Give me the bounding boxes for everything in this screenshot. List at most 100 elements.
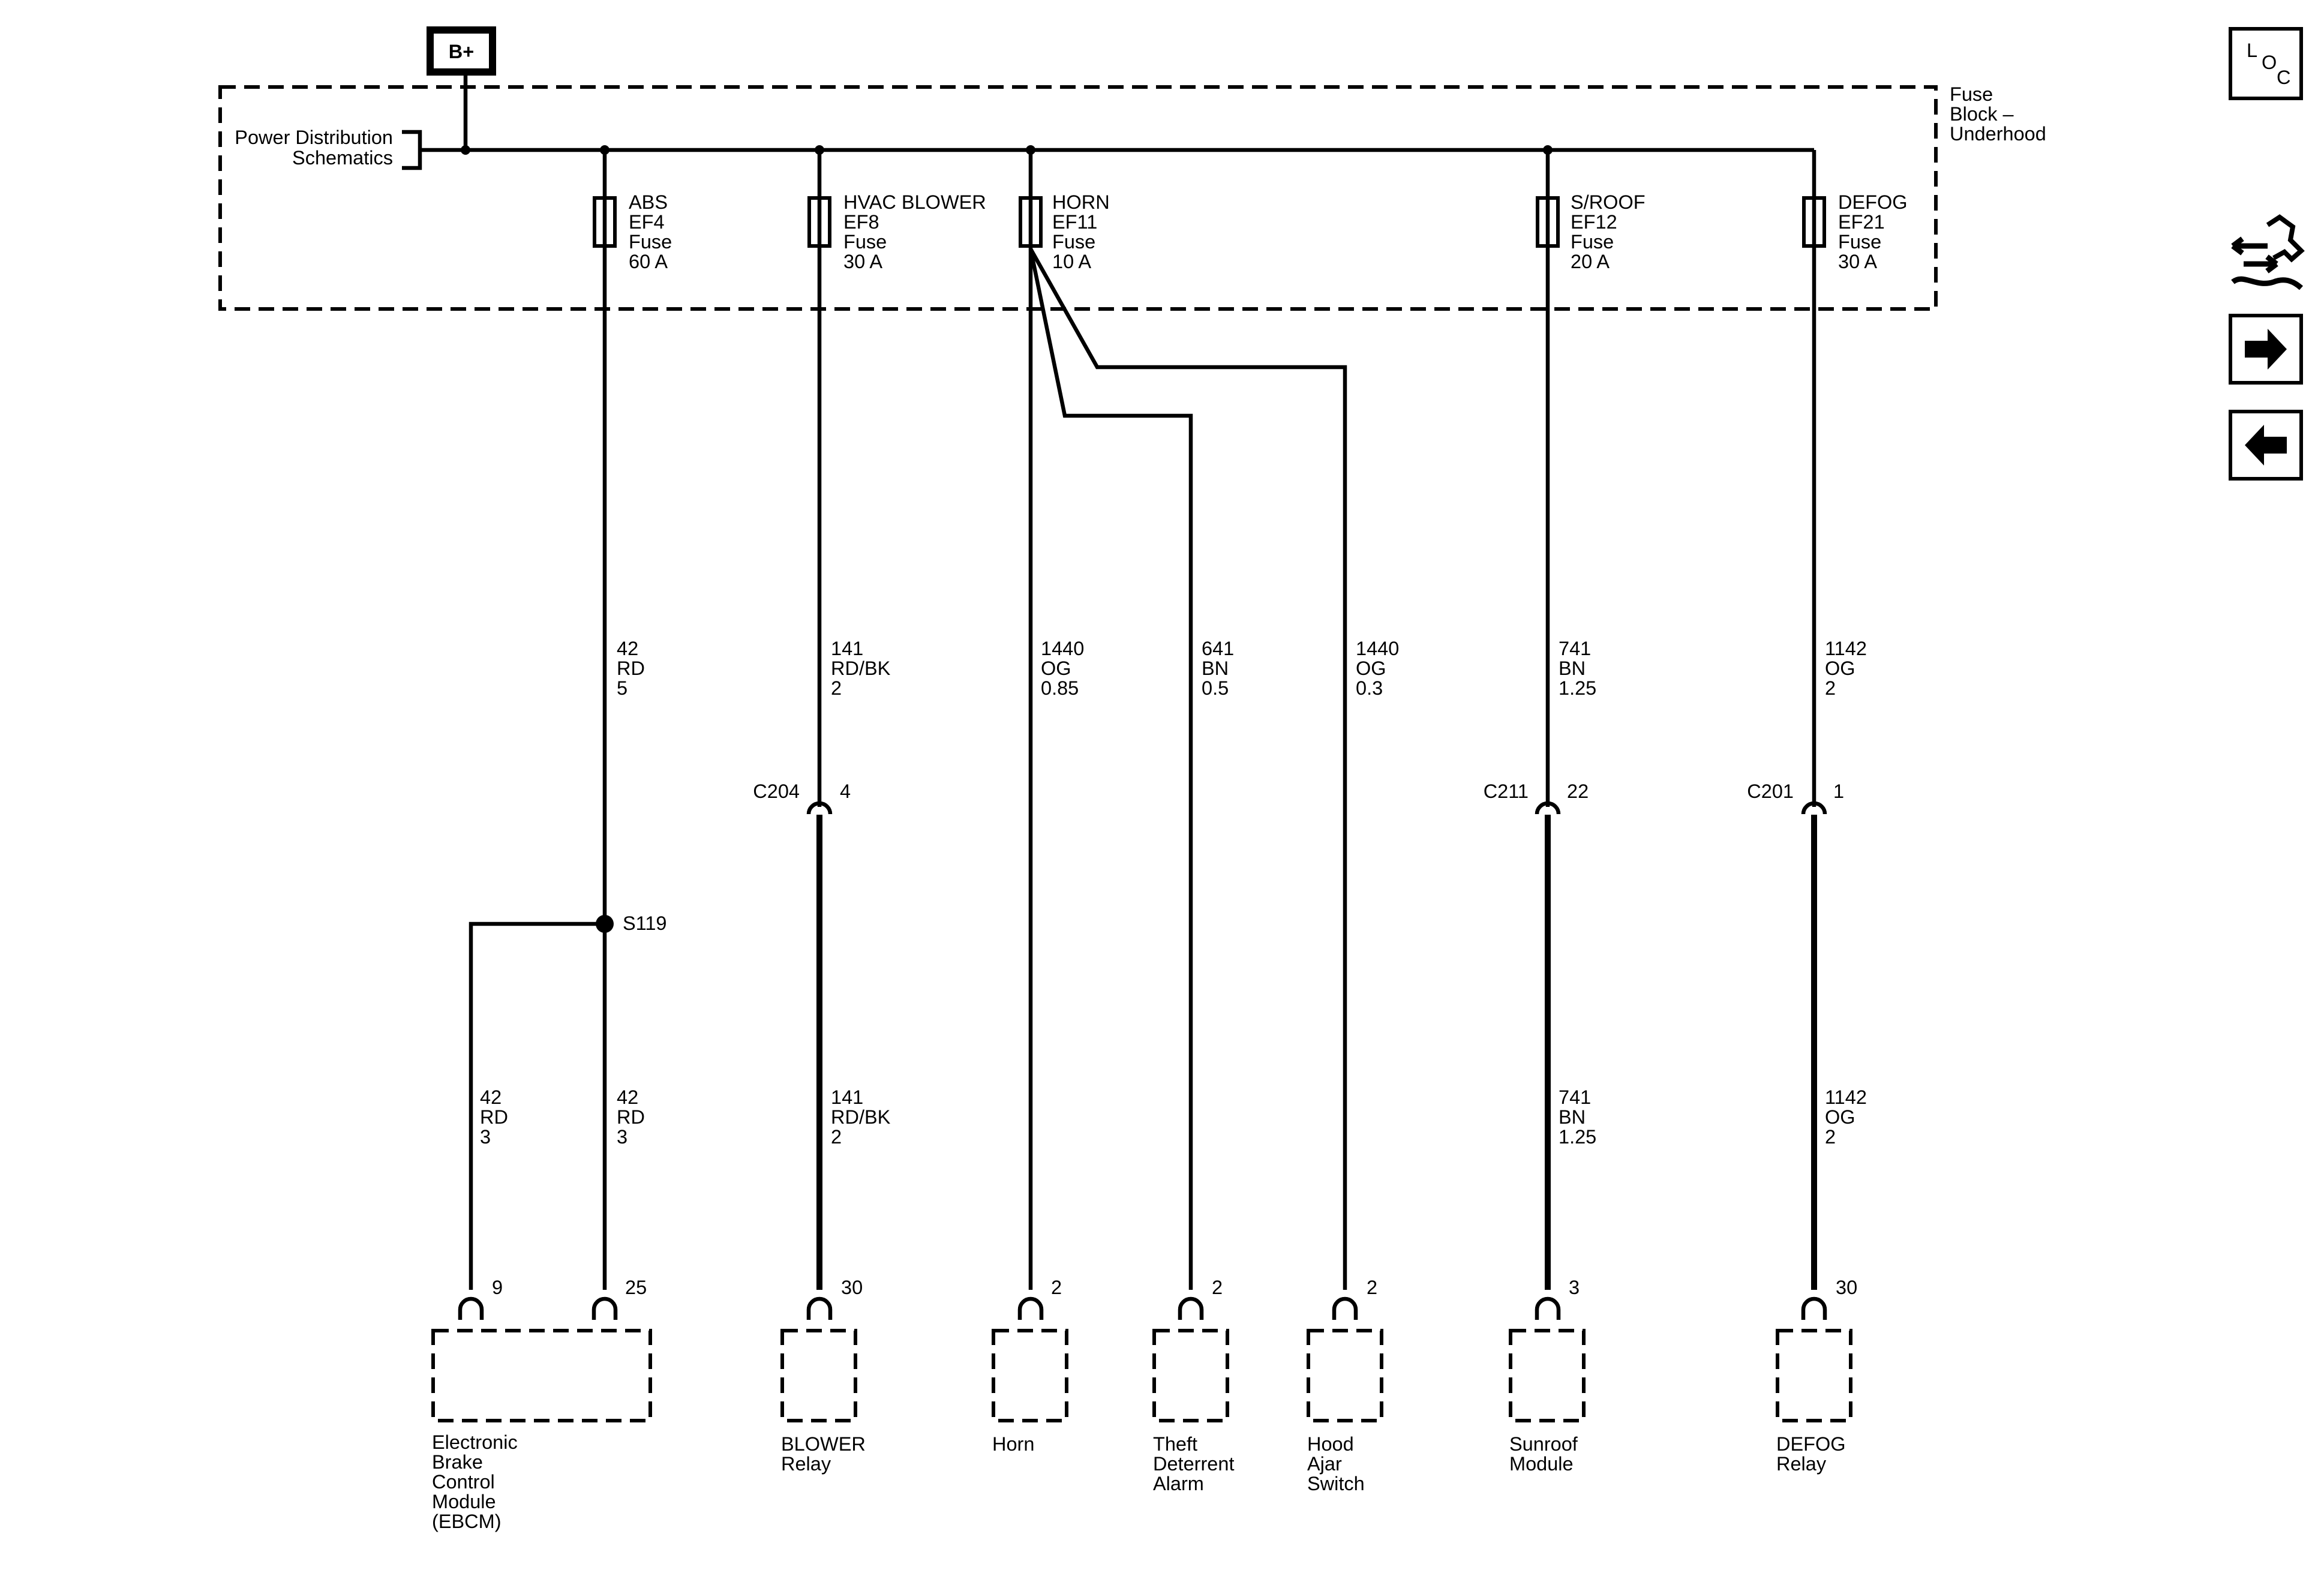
svg-text:2: 2 bbox=[1367, 1277, 1377, 1298]
svg-text:641: 641 bbox=[1202, 638, 1234, 659]
component-blower-relay[interactable] bbox=[780, 1329, 857, 1422]
wire-label-1142-og-2: 1142 OG 2 bbox=[1825, 638, 1867, 699]
power-distribution-ref-2[interactable]: Schematics bbox=[292, 147, 393, 169]
svg-text:42: 42 bbox=[617, 1086, 638, 1108]
label-blower-relay: BLOWER Relay bbox=[781, 1433, 866, 1475]
svg-text:141: 141 bbox=[831, 1086, 863, 1108]
svg-text:0.85: 0.85 bbox=[1041, 677, 1079, 699]
component-hood-switch[interactable] bbox=[1307, 1329, 1383, 1422]
svg-text:30: 30 bbox=[1836, 1277, 1857, 1298]
svg-text:OG: OG bbox=[1356, 658, 1386, 679]
svg-text:2: 2 bbox=[831, 677, 842, 699]
terminal-pin-2-theft: 2 bbox=[1178, 1277, 1223, 1320]
svg-text:Fuse: Fuse bbox=[629, 231, 672, 253]
svg-text:Brake: Brake bbox=[432, 1451, 483, 1473]
svg-text:O: O bbox=[2262, 52, 2277, 73]
svg-text:S/ROOF: S/ROOF bbox=[1571, 191, 1646, 213]
svg-text:3: 3 bbox=[480, 1126, 491, 1148]
component-sunroof-module[interactable] bbox=[1509, 1329, 1586, 1422]
svg-text:42: 42 bbox=[480, 1086, 502, 1108]
svg-text:141: 141 bbox=[831, 638, 863, 659]
fuse-block-label-2: Block – bbox=[1950, 103, 2014, 125]
svg-text:BLOWER: BLOWER bbox=[781, 1433, 866, 1455]
fuse-abs: ABS EF4 Fuse 60 A bbox=[593, 150, 672, 272]
svg-text:30: 30 bbox=[841, 1277, 863, 1298]
connector-c204: C204 4 bbox=[753, 781, 851, 815]
terminal-pin-30-defog: 30 bbox=[1801, 1277, 1857, 1320]
next-arrow-icon[interactable] bbox=[2229, 314, 2303, 385]
wire-label-641-bn-05: 641 BN 0.5 bbox=[1202, 638, 1234, 699]
fuse-defog: DEFOG EF21 Fuse 30 A bbox=[1802, 191, 1908, 272]
fuse-hvac-blower: HVAC BLOWER EF8 Fuse 30 A bbox=[807, 150, 986, 272]
svg-text:0.5: 0.5 bbox=[1202, 677, 1229, 699]
component-swap-icon[interactable] bbox=[2231, 214, 2305, 290]
svg-text:25: 25 bbox=[625, 1277, 647, 1298]
svg-text:Module: Module bbox=[432, 1491, 496, 1512]
svg-text:0.3: 0.3 bbox=[1356, 677, 1383, 699]
svg-text:Fuse: Fuse bbox=[843, 231, 887, 253]
svg-text:OG: OG bbox=[1825, 1106, 1855, 1128]
loc-icon[interactable]: L O C bbox=[2229, 27, 2303, 100]
svg-text:EF4: EF4 bbox=[629, 211, 665, 233]
terminal-pin-30-blower: 30 bbox=[806, 1277, 863, 1320]
fuse-block-outline bbox=[218, 85, 1938, 311]
svg-text:10 A: 10 A bbox=[1052, 251, 1091, 272]
svg-text:1.25: 1.25 bbox=[1559, 1126, 1596, 1148]
component-horn[interactable] bbox=[992, 1329, 1068, 1422]
wire-label-741-bn-125: 741 BN 1.25 bbox=[1559, 638, 1596, 699]
power-distribution-ref[interactable]: Power Distribution bbox=[235, 127, 393, 148]
svg-text:RD: RD bbox=[480, 1106, 508, 1128]
svg-text:OG: OG bbox=[1041, 658, 1071, 679]
back-arrow-icon[interactable] bbox=[2229, 410, 2303, 481]
component-theft-alarm[interactable] bbox=[1152, 1329, 1229, 1422]
svg-text:Hood: Hood bbox=[1307, 1433, 1354, 1455]
svg-text:30 A: 30 A bbox=[1838, 251, 1877, 272]
svg-text:30 A: 30 A bbox=[843, 251, 882, 272]
component-defog-relay[interactable] bbox=[1776, 1329, 1852, 1422]
svg-text:2: 2 bbox=[1825, 677, 1836, 699]
svg-text:3: 3 bbox=[1569, 1277, 1580, 1298]
svg-text:Switch: Switch bbox=[1307, 1473, 1365, 1494]
svg-text:EF11: EF11 bbox=[1052, 211, 1097, 233]
terminal-pin-9: 9 bbox=[458, 1277, 503, 1320]
svg-text:B+: B+ bbox=[449, 41, 474, 62]
svg-text:Fuse: Fuse bbox=[1571, 231, 1614, 253]
svg-text:C204: C204 bbox=[753, 781, 800, 802]
wire-label-1142-og-2-lower: 1142 OG 2 bbox=[1825, 1086, 1867, 1148]
svg-text:Alarm: Alarm bbox=[1153, 1473, 1204, 1494]
svg-text:1142: 1142 bbox=[1825, 1086, 1867, 1108]
fuse-block-label-3: Underhood bbox=[1950, 123, 2046, 145]
svg-text:1.25: 1.25 bbox=[1559, 677, 1596, 699]
svg-text:22: 22 bbox=[1567, 781, 1589, 802]
svg-text:Horn: Horn bbox=[992, 1433, 1034, 1455]
wire-label-141-rdbk-2: 141 RD/BK 2 bbox=[831, 638, 891, 699]
svg-text:20 A: 20 A bbox=[1571, 251, 1610, 272]
svg-text:Deterrent: Deterrent bbox=[1153, 1453, 1234, 1475]
svg-text:BN: BN bbox=[1559, 1106, 1586, 1128]
svg-text:Ajar: Ajar bbox=[1307, 1453, 1342, 1475]
svg-text:3: 3 bbox=[617, 1126, 627, 1148]
svg-text:1440: 1440 bbox=[1041, 638, 1084, 659]
svg-text:EF21: EF21 bbox=[1838, 211, 1885, 233]
svg-text:EF8: EF8 bbox=[843, 211, 879, 233]
svg-text:2: 2 bbox=[1212, 1277, 1223, 1298]
svg-text:2: 2 bbox=[831, 1126, 842, 1148]
terminal-pin-2-horn: 2 bbox=[1017, 1277, 1062, 1320]
circuit-horn bbox=[1028, 246, 1347, 1290]
svg-text:OG: OG bbox=[1825, 658, 1855, 679]
svg-text:741: 741 bbox=[1559, 638, 1591, 659]
fuse-horn: HORN EF11 Fuse 10 A bbox=[1019, 150, 1110, 272]
svg-text:2: 2 bbox=[1825, 1126, 1836, 1148]
label-sunroof-module: Sunroof Module bbox=[1509, 1433, 1578, 1475]
svg-text:RD: RD bbox=[617, 658, 645, 679]
svg-text:BN: BN bbox=[1202, 658, 1229, 679]
wire-label-1440-og-03: 1440 OG 0.3 bbox=[1356, 638, 1399, 699]
svg-text:DEFOG: DEFOG bbox=[1776, 1433, 1846, 1455]
component-ebcm[interactable] bbox=[431, 1329, 652, 1422]
fuse-block-label: Fuse bbox=[1950, 83, 1993, 105]
svg-text:1142: 1142 bbox=[1825, 638, 1867, 659]
svg-text:BN: BN bbox=[1559, 658, 1586, 679]
label-hood-switch: Hood Ajar Switch bbox=[1307, 1433, 1365, 1494]
svg-text:L: L bbox=[2247, 40, 2257, 61]
